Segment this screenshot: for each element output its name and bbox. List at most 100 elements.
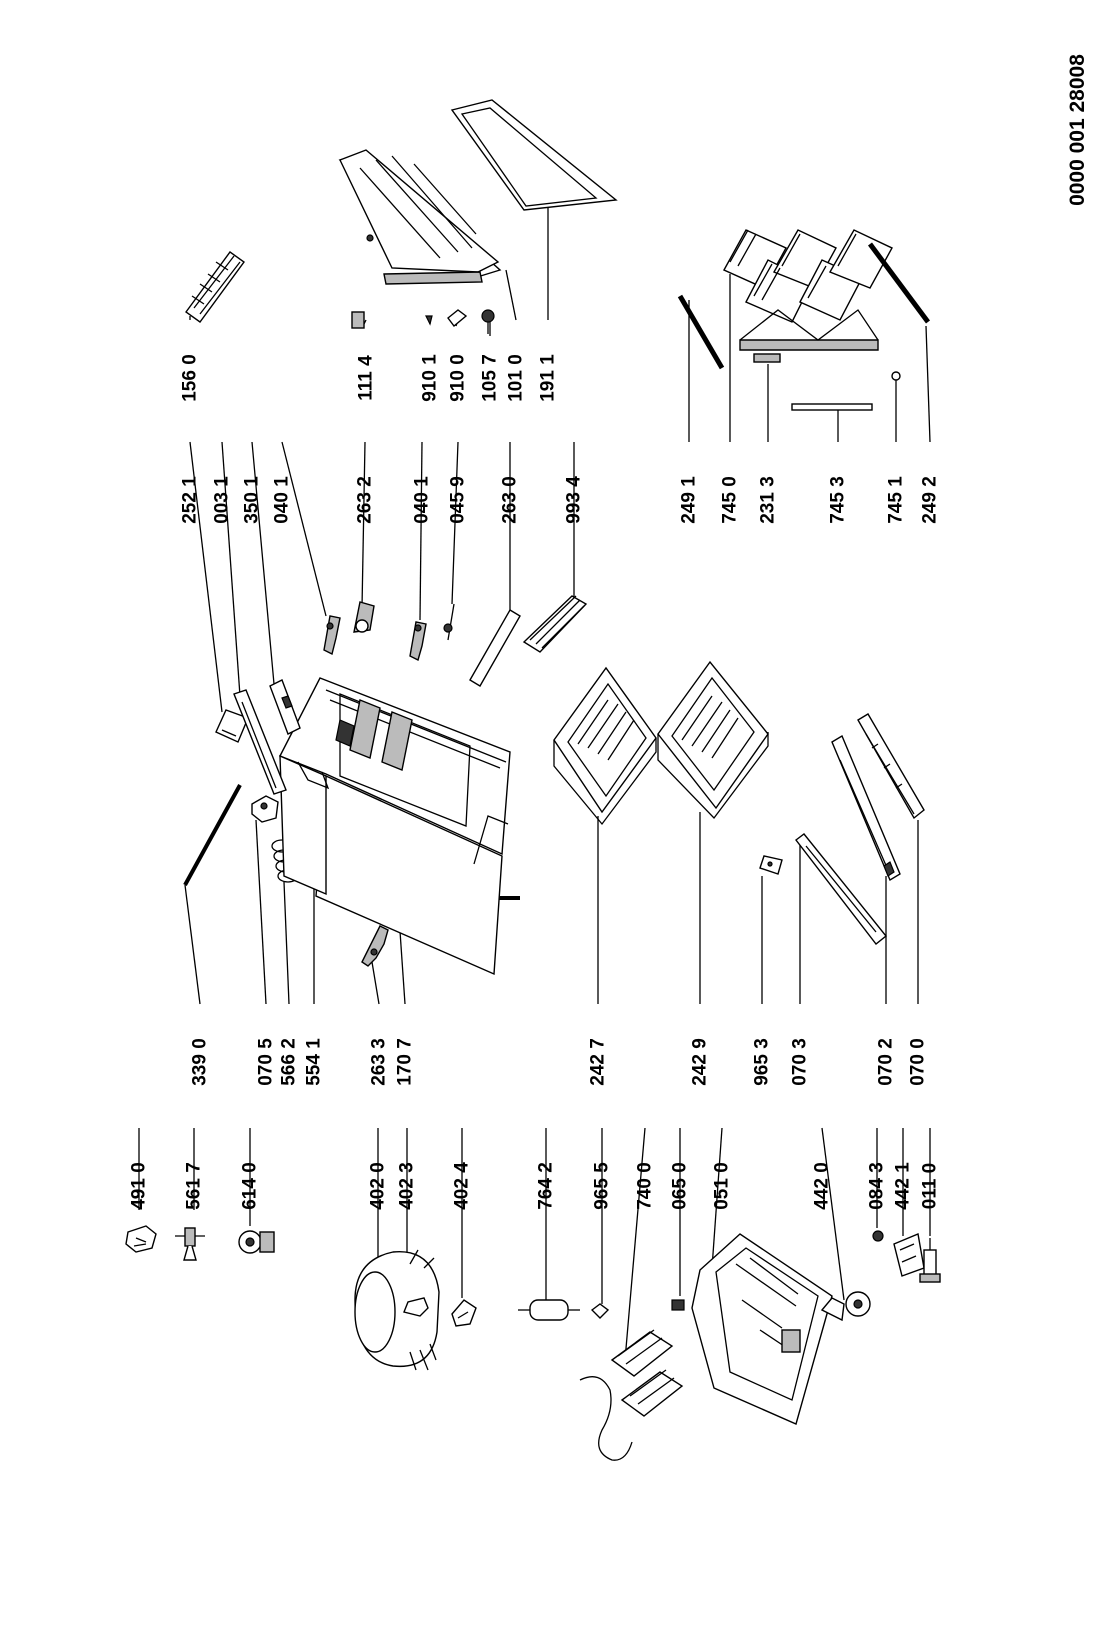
part-number-label: 263 0	[500, 476, 521, 524]
part-045-9	[443, 603, 455, 641]
part-070-0	[857, 713, 925, 820]
part-491-0	[125, 1225, 157, 1253]
part-740-0	[579, 1329, 684, 1461]
part-number-label: 040 1	[412, 476, 433, 524]
part-number-label: 065 0	[670, 1162, 691, 1210]
part-350-1	[269, 679, 301, 735]
part-number-label: 965 5	[592, 1162, 613, 1210]
part-number-label: 242 9	[690, 1038, 711, 1086]
part-number-label: 051 0	[712, 1162, 733, 1210]
part-745-1	[891, 371, 901, 381]
part-number-label: 249 2	[920, 476, 941, 524]
part-242-7	[553, 666, 657, 826]
part-070-3	[795, 833, 887, 945]
part-040-1-upper	[323, 615, 341, 656]
part-number-label: 554 1	[304, 1038, 325, 1086]
part-number-label: 070 3	[790, 1038, 811, 1086]
part-402-4	[451, 1299, 477, 1327]
document-code: 0000 001 28008	[1066, 54, 1089, 206]
part-number-label: 402 0	[368, 1162, 389, 1210]
leader-line	[189, 441, 223, 713]
part-number-label: 101 0	[506, 354, 527, 402]
part-number-label: 105 7	[480, 354, 501, 402]
part-number-label: 070 0	[908, 1038, 929, 1086]
part-number-label: 231 3	[758, 476, 779, 524]
part-249-2	[867, 242, 931, 324]
part-number-label: 745 1	[886, 476, 907, 524]
part-number-label: 045 9	[448, 476, 469, 524]
leader-line	[281, 441, 327, 617]
part-339-0	[183, 784, 242, 886]
part-number-label: 011 0	[920, 1163, 941, 1210]
part-249-1	[677, 294, 725, 370]
part-402-0	[354, 1249, 440, 1371]
part-070-5	[251, 795, 279, 823]
part-242-9	[657, 660, 769, 820]
part-764-2	[518, 1299, 580, 1321]
part-number-label: 491 0	[129, 1162, 150, 1210]
part-number-label: 910 0	[448, 354, 469, 402]
part-101-0	[338, 149, 502, 285]
part-442-1	[893, 1233, 925, 1277]
leader-line	[361, 441, 366, 609]
part-number-label: 070 5	[256, 1038, 277, 1086]
leader-line	[371, 961, 380, 1005]
part-number-label: 745 0	[720, 476, 741, 524]
part-number-label: 740 0	[635, 1162, 656, 1210]
part-number-label: 350 1	[242, 476, 263, 524]
part-number-label: 910 1	[420, 354, 441, 402]
part-910-1	[425, 315, 433, 326]
part-number-label: 084 3	[867, 1162, 888, 1210]
part-number-label: 614 0	[240, 1162, 261, 1210]
leader-lines	[138, 206, 931, 1361]
part-614-0	[238, 1230, 275, 1254]
part-965-5	[590, 1303, 610, 1319]
leader-line	[451, 441, 459, 605]
part-263-2	[353, 601, 375, 633]
part-number-label: 191 1	[538, 354, 559, 402]
part-442-0	[820, 1291, 871, 1322]
part-drawings	[125, 99, 941, 1461]
part-111-4	[351, 311, 365, 329]
part-065-0	[671, 1299, 685, 1311]
part-number-label: 003 1	[212, 476, 233, 524]
part-993-4	[522, 595, 588, 653]
leader-line	[711, 1127, 723, 1269]
part-number-label: 040 1	[272, 476, 293, 524]
part-number-label: 263 2	[355, 476, 376, 524]
part-910-0	[447, 309, 468, 328]
leader-line	[624, 1127, 646, 1361]
part-number-label: 402 3	[397, 1162, 418, 1210]
part-263-0	[469, 609, 521, 687]
part-number-label: 252 1	[180, 476, 201, 524]
part-105-7	[481, 309, 495, 334]
part-number-label: 070 2	[876, 1038, 897, 1086]
leader-line	[505, 269, 517, 321]
part-070-2	[831, 734, 901, 882]
part-745-3	[791, 403, 873, 411]
leader-line	[251, 441, 275, 685]
part-number-label: 242 7	[588, 1038, 609, 1086]
part-011-0	[919, 1238, 941, 1283]
part-number-label: 561 7	[184, 1162, 205, 1210]
part-003-1	[233, 689, 287, 795]
part-191-1	[450, 99, 618, 211]
part-number-label: 764 2	[536, 1162, 557, 1210]
main-cabinet	[279, 677, 511, 976]
part-156-0	[185, 251, 245, 323]
leader-line	[283, 881, 290, 1005]
part-number-label: 745 3	[828, 476, 849, 524]
part-402-3	[403, 1297, 429, 1317]
part-number-label: 993 4	[564, 476, 585, 524]
part-number-label: 156 0	[180, 354, 201, 402]
part-number-label: 111 4	[356, 355, 377, 401]
part-number-label: 965 3	[752, 1038, 773, 1086]
leader-line	[419, 441, 423, 621]
part-231-3	[753, 353, 781, 363]
part-number-label: 263 3	[369, 1038, 390, 1086]
leader-line	[221, 441, 241, 697]
part-number-label: 442 1	[893, 1162, 914, 1210]
part-965-3	[759, 855, 783, 875]
